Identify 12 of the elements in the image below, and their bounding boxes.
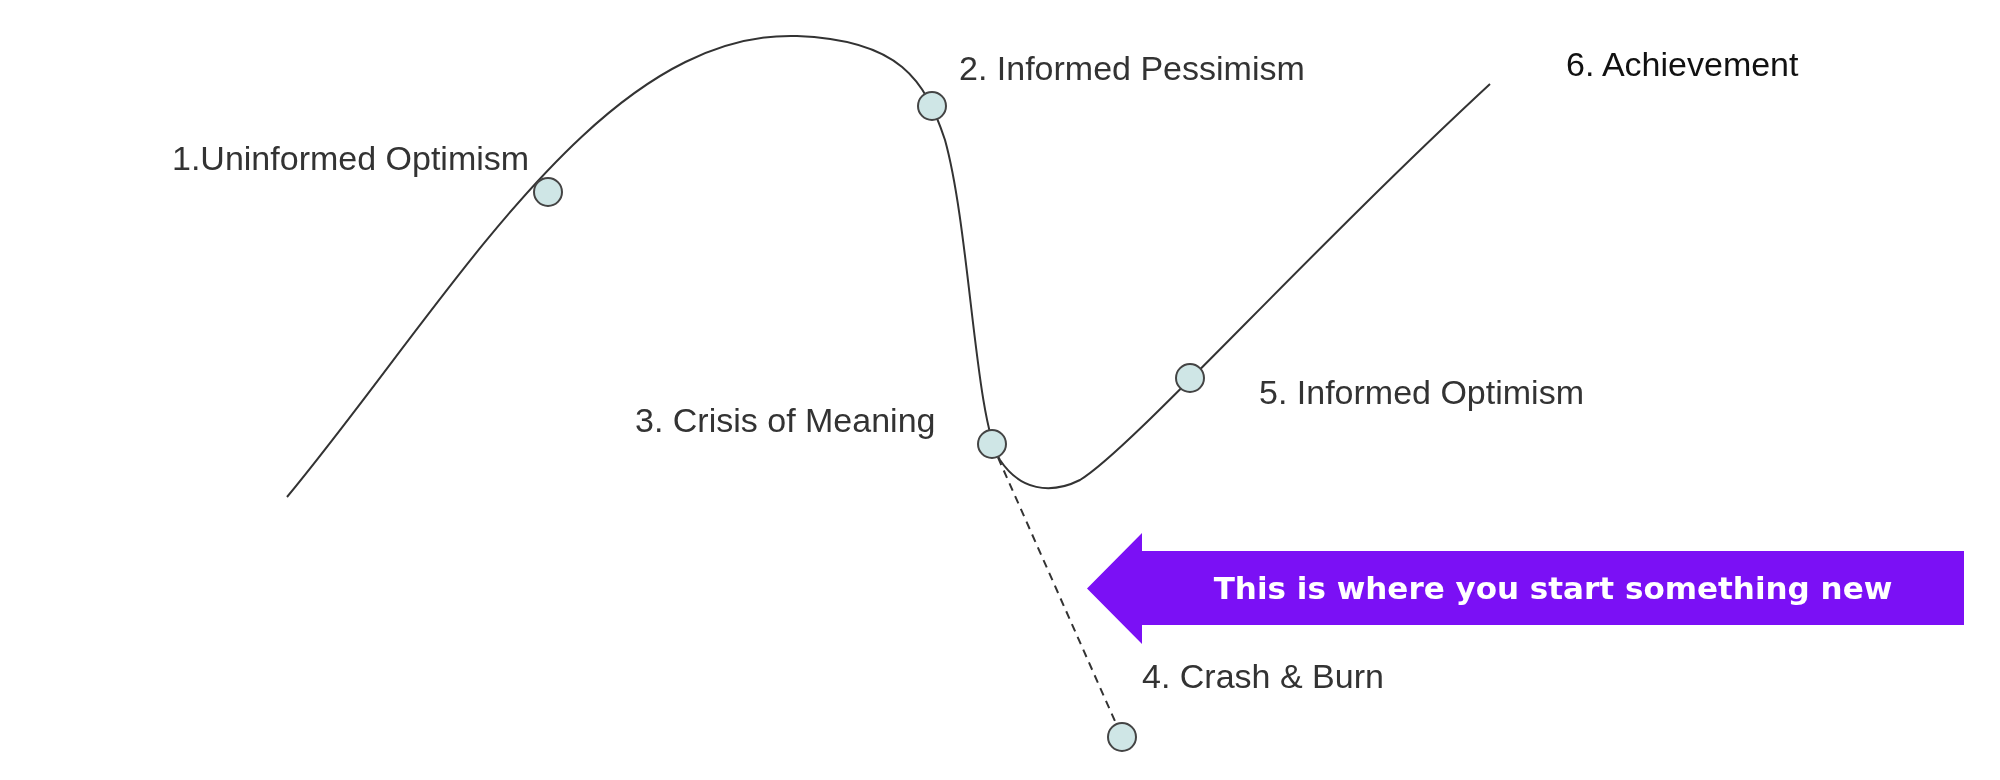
arrow-banner: This is where you start something new (1087, 533, 1964, 644)
stage-label: 6. Achievement (1566, 44, 1799, 84)
stage-dot (1175, 363, 1205, 393)
stage-label: 2. Informed Pessimism (959, 48, 1305, 88)
stage-label: 3. Crisis of Meaning (635, 400, 936, 440)
stage-label: 5. Informed Optimism (1259, 372, 1584, 412)
stage-label: 4. Crash & Burn (1142, 656, 1384, 696)
stage-label: 1.Uninformed Optimism (172, 138, 530, 178)
stage-dot (917, 91, 947, 121)
stage-dot (977, 429, 1007, 459)
stage-dot (1107, 722, 1137, 752)
stage-dot (533, 177, 563, 207)
